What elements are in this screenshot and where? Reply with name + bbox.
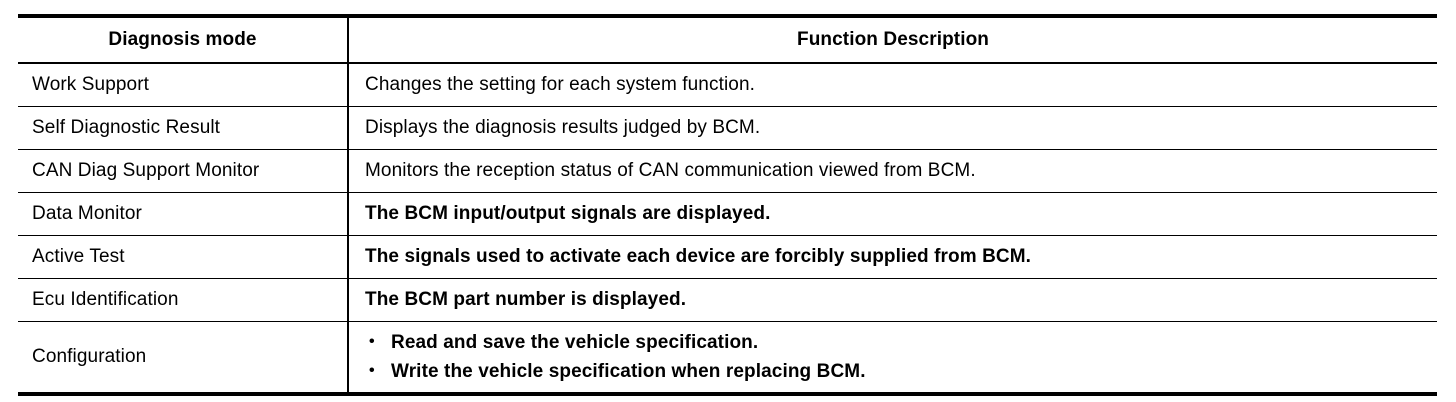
table-body: Work Support Changes the setting for eac… xyxy=(18,62,1437,396)
table-row: Data Monitor The BCM input/output signal… xyxy=(18,192,1437,236)
table-row-configuration: Configuration • Read and save the vehicl… xyxy=(18,321,1437,396)
list-item: • Write the vehicle specification when r… xyxy=(365,357,1427,386)
cell-function-description: The BCM input/output signals are display… xyxy=(348,192,1437,236)
list-item: • Read and save the vehicle specificatio… xyxy=(365,328,1427,357)
cell-function-description: The BCM part number is displayed. xyxy=(348,278,1437,322)
cell-diagnosis-mode: CAN Diag Support Monitor xyxy=(18,149,349,193)
cell-diagnosis-mode: Active Test xyxy=(18,235,349,279)
cell-diagnosis-mode: Data Monitor xyxy=(18,192,349,236)
cell-diagnosis-mode: Self Diagnostic Result xyxy=(18,106,349,150)
bullet-icon: • xyxy=(369,332,375,350)
table-row: Self Diagnostic Result Displays the diag… xyxy=(18,106,1437,150)
cell-function-description: Displays the diagnosis results judged by… xyxy=(348,106,1437,150)
cell-function-description: Changes the setting for each system func… xyxy=(348,62,1437,107)
cell-diagnosis-mode: Work Support xyxy=(18,62,349,107)
table-row: Active Test The signals used to activate… xyxy=(18,235,1437,279)
cell-diagnosis-mode: Ecu Identification xyxy=(18,278,349,322)
cell-function-description: The signals used to activate each device… xyxy=(348,235,1437,279)
cell-function-description: Monitors the reception status of CAN com… xyxy=(348,149,1437,193)
bullet-icon: • xyxy=(369,362,375,379)
column-header-function-description: Function Description xyxy=(348,14,1437,64)
cell-function-description-list: • Read and save the vehicle specificatio… xyxy=(348,321,1437,396)
column-header-diagnosis-mode: Diagnosis mode xyxy=(18,14,349,64)
table-row: Ecu Identification The BCM part number i… xyxy=(18,278,1437,322)
table-row: Work Support Changes the setting for eac… xyxy=(18,62,1437,107)
list-item-label: Write the vehicle specification when rep… xyxy=(391,361,866,382)
header-row: Diagnosis mode Function Description xyxy=(18,14,1437,64)
table-header: Diagnosis mode Function Description xyxy=(18,14,1437,64)
list-item-label: Read and save the vehicle specification. xyxy=(391,331,759,353)
configuration-bullet-list: • Read and save the vehicle specificatio… xyxy=(365,328,1427,387)
cell-diagnosis-mode: Configuration xyxy=(18,321,349,396)
table-row: CAN Diag Support Monitor Monitors the re… xyxy=(18,149,1437,193)
diagnosis-mode-table: Diagnosis mode Function Description Work… xyxy=(18,14,1437,396)
